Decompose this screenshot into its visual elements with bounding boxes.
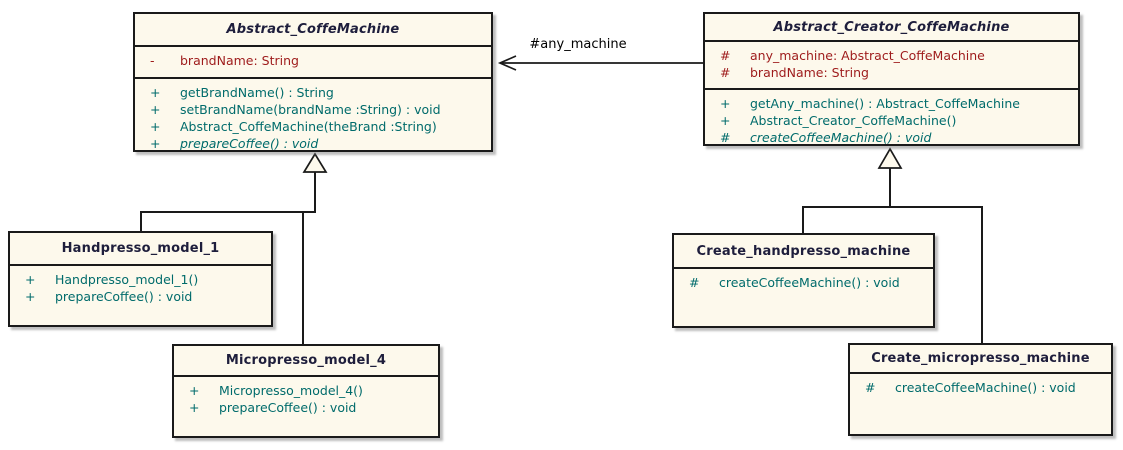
methods-compartment: # createCoffeeMachine() : void [674,269,933,326]
class-title: Handpresso_model_1 [10,233,271,266]
method-text: getAny_machine() : Abstract_CoffeMachine [750,96,1021,111]
hollow-triangle-arrowhead-icon [302,152,328,173]
attribute-text: brandName: String [180,53,299,68]
visibility-symbol: # [689,275,700,290]
method-text: Abstract_CoffeMachine(theBrand :String) [180,119,437,134]
class-box-micropresso-model-4[interactable]: Micropresso_model_4 + Micropresso_model_… [172,344,440,438]
class-title: Create_micropresso_machine [850,345,1111,374]
attributes-compartment: - brandName: String [135,47,491,79]
method-row: + getBrandName() : String [150,84,487,101]
methods-compartment: # createCoffeeMachine() : void [850,374,1111,434]
method-text: prepareCoffee() : void [180,136,319,150]
generalization-edge-handpresso[interactable] [140,172,316,231]
class-box-abstract-creator-coffemachine[interactable]: Abstract_Creator_CoffeMachine # any_mach… [703,12,1080,146]
method-row-abstract: # createCoffeeMachine() : void [720,129,1074,144]
method-row: # createCoffeeMachine() : void [865,379,1107,396]
methods-compartment: + Micropresso_model_4() + prepareCoffee(… [174,377,438,436]
method-text: prepareCoffee() : void [219,400,357,415]
generalization-edge-create-machines[interactable] [802,206,983,343]
method-row: + Handpresso_model_1() [25,271,267,288]
class-title: Abstract_Creator_CoffeMachine [705,14,1078,42]
method-text: Abstract_Creator_CoffeMachine() [750,113,957,128]
methods-compartment: + getAny_machine() : Abstract_CoffeMachi… [705,90,1078,144]
method-row: + setBrandName(brandName :String) : void [150,101,487,118]
visibility-symbol: + [150,119,161,134]
visibility-symbol: + [25,289,36,304]
method-text: getBrandName() : String [180,85,334,100]
association-label: #any_machine [529,37,627,52]
visibility-symbol: # [720,48,731,63]
visibility-symbol: - [150,53,155,68]
methods-compartment: + Handpresso_model_1() + prepareCoffee()… [10,266,271,325]
method-text: createCoffeeMachine() : void [750,130,932,144]
method-text: createCoffeeMachine() : void [719,275,900,290]
class-box-handpresso-model-1[interactable]: Handpresso_model_1 + Handpresso_model_1(… [8,231,273,327]
open-arrowhead-icon [497,55,517,71]
class-title: Create_handpresso_machine [674,235,933,269]
method-text: Micropresso_model_4() [219,383,363,398]
method-row: + Abstract_CoffeMachine(theBrand :String… [150,118,487,135]
hollow-triangle-arrowhead-icon [877,147,903,169]
method-text: createCoffeeMachine() : void [895,380,1076,395]
method-text: Handpresso_model_1() [55,272,199,287]
visibility-symbol: # [720,130,731,144]
visibility-symbol: + [720,96,731,111]
method-row: # createCoffeeMachine() : void [689,274,929,291]
attribute-row: # any_machine: Abstract_CoffeMachine [720,47,1074,64]
visibility-symbol: + [189,400,200,415]
method-row: + prepareCoffee() : void [25,288,267,305]
class-title: Abstract_CoffeMachine [135,14,491,47]
method-row: + Micropresso_model_4() [189,382,434,399]
attribute-row: # brandName: String [720,64,1074,81]
visibility-symbol: + [150,136,161,150]
visibility-symbol: + [189,383,200,398]
visibility-symbol: + [720,113,731,128]
methods-compartment: + getBrandName() : String + setBrandName… [135,79,491,150]
method-row: + Abstract_Creator_CoffeMachine() [720,112,1074,129]
visibility-symbol: + [150,85,161,100]
method-row: + getAny_machine() : Abstract_CoffeMachi… [720,95,1074,112]
method-row: + prepareCoffee() : void [189,399,434,416]
class-box-create-handpresso-machine[interactable]: Create_handpresso_machine # createCoffee… [672,233,935,328]
visibility-symbol: + [25,272,36,287]
method-text: setBrandName(brandName :String) : void [180,102,441,117]
attribute-text: any_machine: Abstract_CoffeMachine [750,48,985,63]
visibility-symbol: # [865,380,876,395]
class-box-create-micropresso-machine[interactable]: Create_micropresso_machine # createCoffe… [848,343,1113,436]
attribute-text: brandName: String [750,65,869,80]
visibility-symbol: # [720,65,731,80]
method-text: prepareCoffee() : void [55,289,193,304]
class-box-abstract-coffemachine[interactable]: Abstract_CoffeMachine - brandName: Strin… [133,12,493,152]
attributes-compartment: # any_machine: Abstract_CoffeMachine # b… [705,42,1078,90]
attribute-row: - brandName: String [150,52,487,69]
visibility-symbol: + [150,102,161,117]
method-row-abstract: + prepareCoffee() : void [150,135,487,150]
class-title: Micropresso_model_4 [174,346,438,377]
